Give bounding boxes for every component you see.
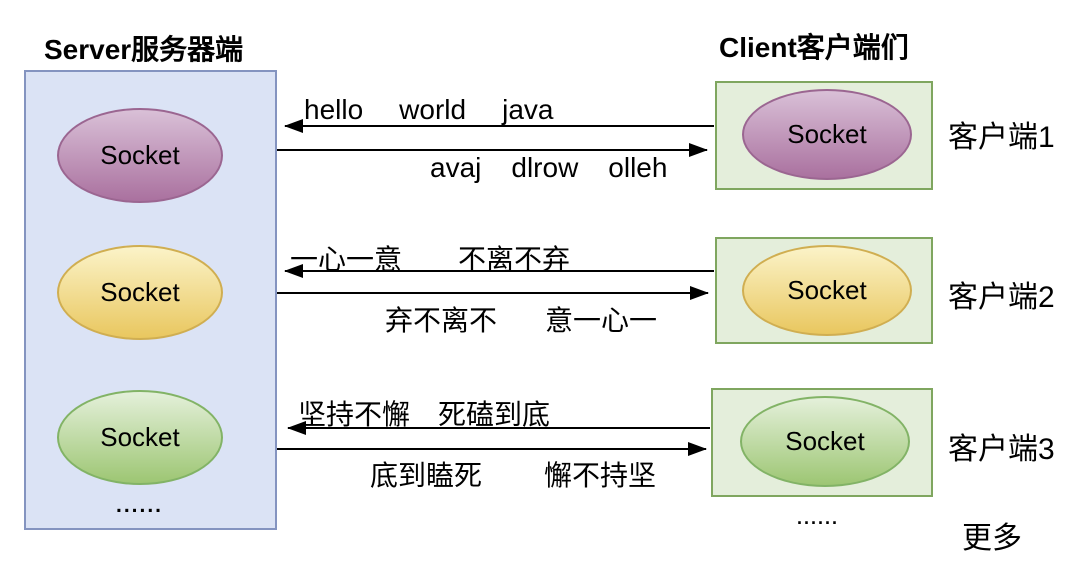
client-socket-2-label: Socket — [787, 275, 867, 305]
server-socket-1-label: Socket — [100, 140, 180, 170]
msg-word: avaj — [430, 152, 482, 183]
client-socket-3-label: Socket — [785, 426, 865, 456]
server-socket-3-label: Socket — [100, 422, 180, 452]
msg-to-server-3: 坚持不懈 死磕到底 — [298, 393, 550, 433]
server-socket-2: Socket — [57, 245, 223, 340]
client-label-2: 客户端2 — [948, 281, 1055, 314]
server-title: Server服务器端 — [44, 34, 244, 65]
msg-word: 一心一意 — [290, 244, 403, 275]
more-label: 更多 — [962, 522, 1022, 555]
msg-word: 不离不弃 — [458, 244, 571, 275]
msg-to-server-1: hello world java — [304, 94, 553, 126]
client-label-3: 客户端3 — [948, 433, 1055, 466]
msg-word: 懈不持坚 — [544, 460, 657, 491]
msg-to-client-1: avaj dlrow olleh — [430, 152, 667, 184]
client-title: Client客户端们 — [719, 32, 909, 63]
msg-word: java — [502, 94, 554, 125]
server-socket-1: Socket — [57, 108, 223, 203]
client-socket-1-label: Socket — [787, 119, 867, 149]
msg-to-client-2: 弃不离不 意一心一 — [385, 299, 657, 339]
msg-word: 死磕到底 — [438, 399, 551, 430]
msg-to-client-3: 底到瞌死 懈不持坚 — [370, 454, 656, 494]
server-more-dots: ...... — [116, 494, 164, 517]
msg-word: olleh — [608, 152, 668, 183]
msg-word: dlrow — [511, 152, 579, 183]
msg-to-server-2: 一心一意 不离不弃 — [290, 238, 570, 278]
server-socket-2-label: Socket — [100, 277, 180, 307]
msg-word: 弃不离不 — [385, 305, 498, 336]
client-socket-1: Socket — [742, 89, 912, 180]
client-more-dots: ...... — [797, 508, 840, 528]
client-socket-2: Socket — [742, 245, 912, 336]
msg-word: 坚持不懈 — [298, 399, 411, 430]
client-socket-3: Socket — [740, 396, 910, 487]
msg-word: world — [399, 94, 467, 125]
msg-word: 意一心一 — [545, 305, 658, 336]
client-label-1: 客户端1 — [948, 121, 1055, 154]
msg-word: 底到瞌死 — [370, 460, 483, 491]
server-socket-3: Socket — [57, 390, 223, 485]
msg-word: hello — [304, 94, 364, 125]
